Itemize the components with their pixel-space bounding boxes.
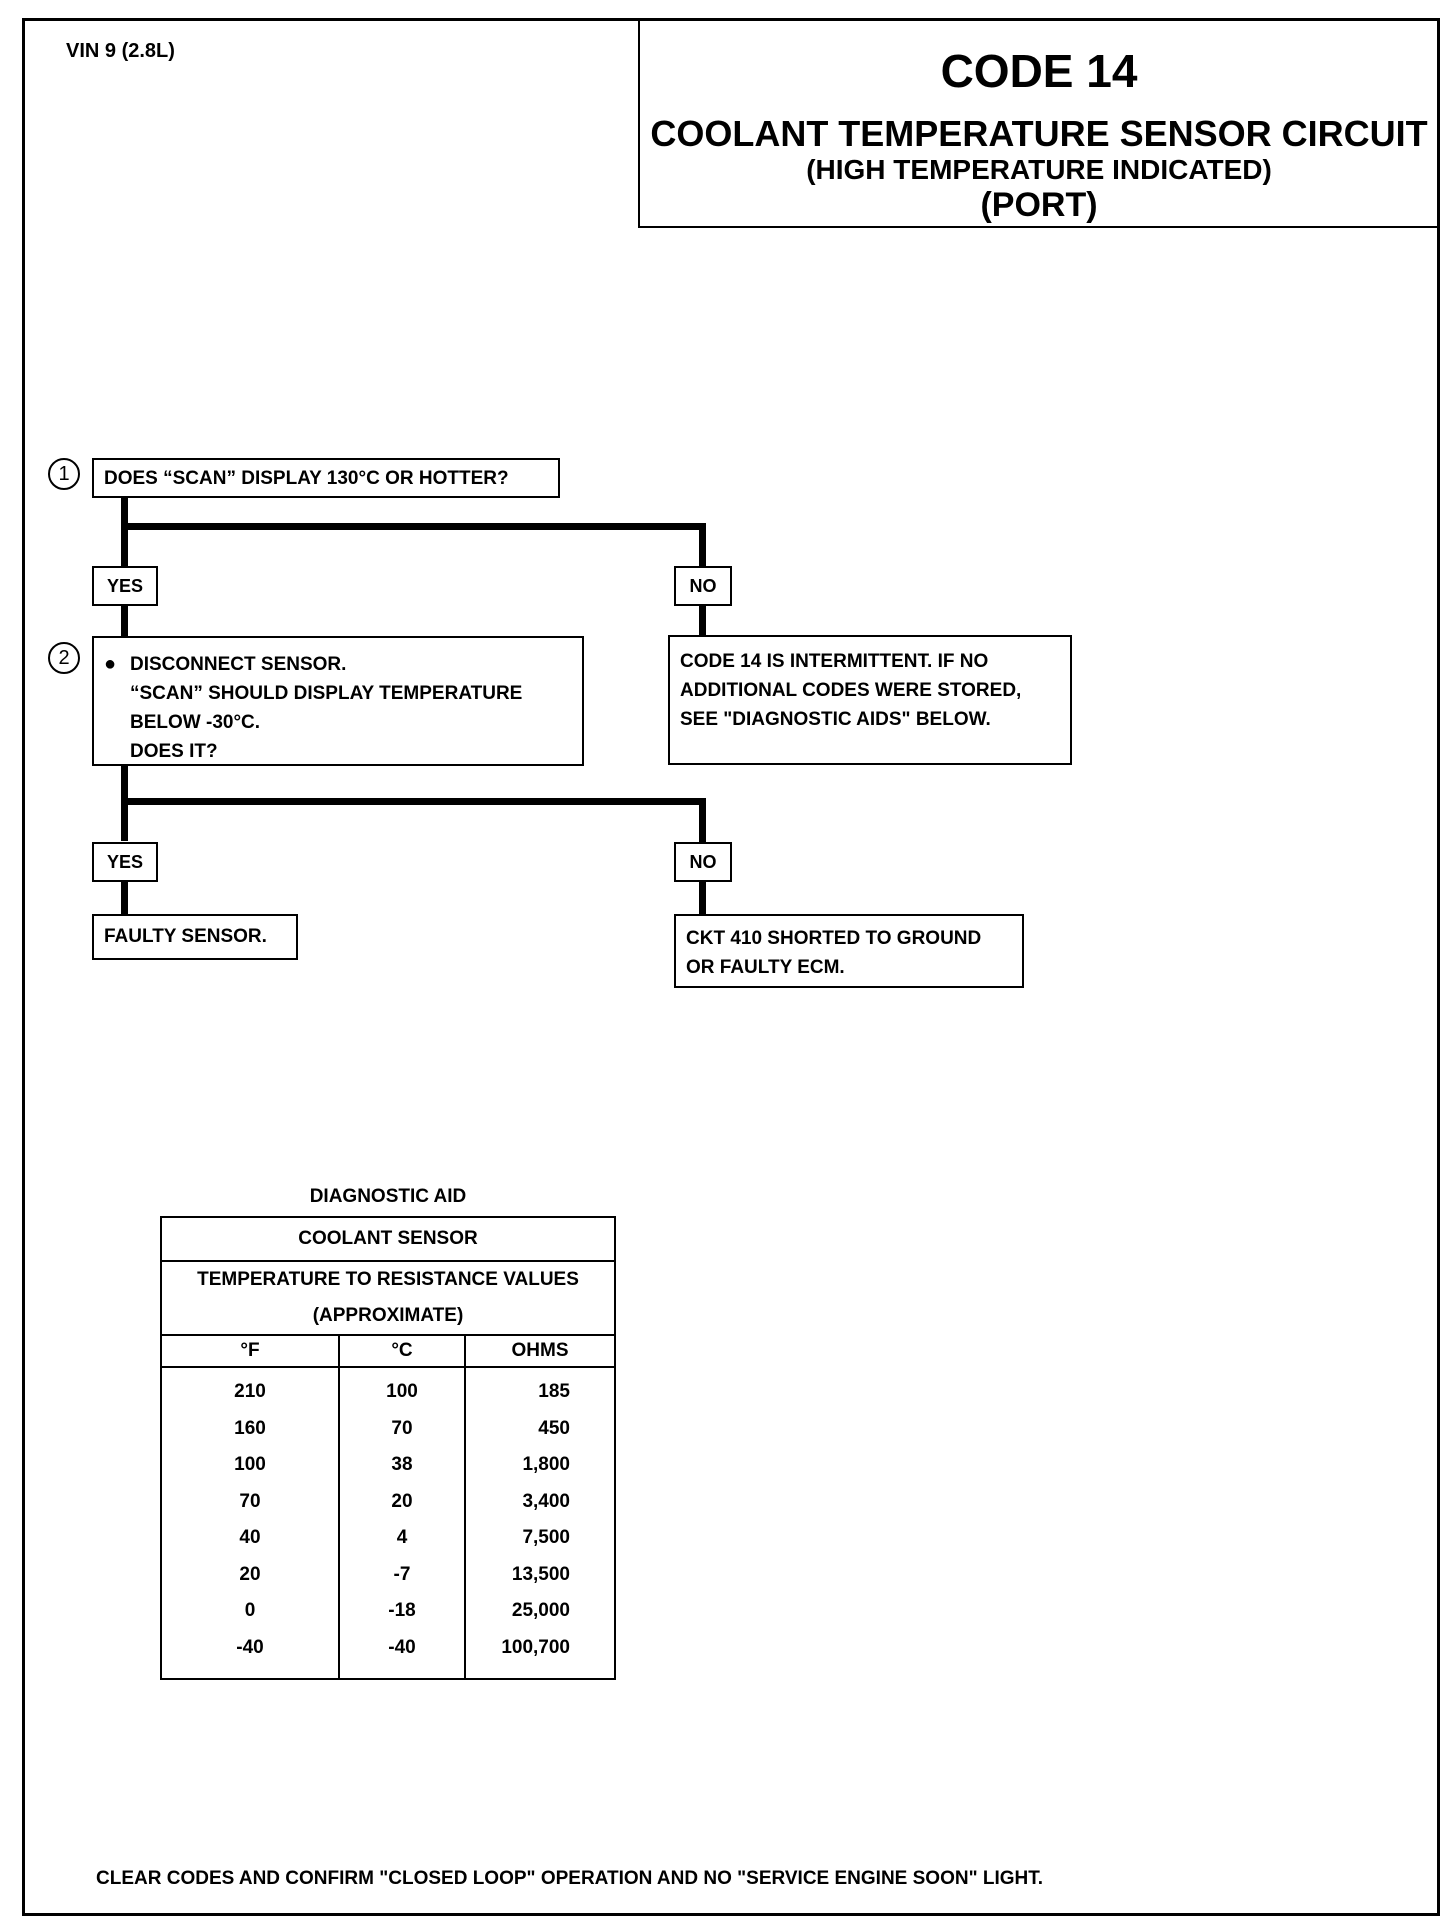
step-2-question: ● DISCONNECT SENSOR. “SCAN” SHOULD DISPL… bbox=[92, 636, 584, 766]
title-box: CODE 14 COOLANT TEMPERATURE SENSOR CIRCU… bbox=[638, 18, 1440, 228]
vin-label: VIN 9 (2.8L) bbox=[66, 40, 175, 62]
connector-line bbox=[121, 523, 706, 530]
connector-line bbox=[121, 880, 128, 916]
connector-line bbox=[699, 798, 706, 843]
step-1-yes-label: YES bbox=[92, 566, 158, 606]
step-2-yes-result: FAULTY SENSOR. bbox=[92, 914, 298, 960]
connector-line bbox=[121, 798, 706, 805]
connector-line bbox=[699, 604, 706, 636]
step-2-marker: 2 bbox=[48, 642, 80, 674]
connector-line bbox=[699, 523, 706, 567]
column-header-celsius: °C bbox=[339, 1335, 466, 1368]
step-1-no-label: NO bbox=[674, 566, 732, 606]
step-1-no-result: CODE 14 IS INTERMITTENT. IF NO ADDITIONA… bbox=[668, 635, 1072, 765]
column-header-ohms: OHMS bbox=[465, 1335, 615, 1368]
step-2-yes-label: YES bbox=[92, 842, 158, 882]
connector-line bbox=[121, 604, 128, 640]
bullet-icon: ● bbox=[104, 653, 117, 675]
variant-label: (PORT) bbox=[980, 186, 1098, 224]
column-header-fahrenheit: °F bbox=[161, 1335, 340, 1368]
circuit-title: COOLANT TEMPERATURE SENSOR CIRCUIT bbox=[650, 113, 1428, 154]
circuit-subtitle: (HIGH TEMPERATURE INDICATED) bbox=[806, 154, 1272, 185]
table-subheader: TEMPERATURE TO RESISTANCE VALUES bbox=[197, 1269, 579, 1290]
coolant-sensor-table: COOLANT SENSOR TEMPERATURE TO RESISTANCE… bbox=[160, 1216, 616, 1680]
footer-instruction: CLEAR CODES AND CONFIRM "CLOSED LOOP" OP… bbox=[96, 1868, 1044, 1889]
step-2-no-result: CKT 410 SHORTED TO GROUND OR FAULTY ECM. bbox=[674, 914, 1024, 988]
table-subheader: (APPROXIMATE) bbox=[161, 1298, 615, 1336]
code-title: CODE 14 bbox=[940, 45, 1138, 97]
diagnostic-aid-caption: DIAGNOSTIC AID bbox=[309, 1186, 467, 1207]
step-2-no-label: NO bbox=[674, 842, 732, 882]
step-1-marker: 1 bbox=[48, 458, 80, 490]
connector-line bbox=[699, 880, 706, 916]
table-header: COOLANT SENSOR bbox=[161, 1217, 615, 1262]
step-1-question: DOES “SCAN” DISPLAY 130°C OR HOTTER? bbox=[92, 458, 560, 498]
connector-line bbox=[121, 496, 128, 566]
